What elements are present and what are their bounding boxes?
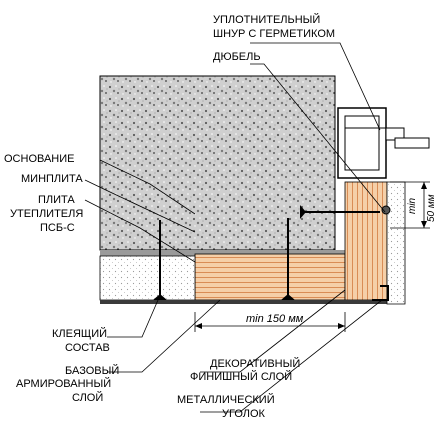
svg-text:СОСТАВ: СОСТАВ (65, 342, 110, 354)
svg-text:ШНУР С ГЕРМЕТИКОМ: ШНУР С ГЕРМЕТИКОМ (213, 28, 335, 40)
label-adhesive: КЛЕЯЩИЙ СОСТАВ (52, 327, 110, 354)
leader-lines (84, 42, 386, 413)
adhesive-strip (100, 250, 345, 256)
label-decorative-finish: ДЕКОРАТИВНЫЙ ФИНИШНЫЙ СЛОЙ (190, 357, 300, 383)
label-mineral-slab: МИНПЛИТА (21, 173, 83, 185)
svg-text:КЛЕЯЩИЙ: КЛЕЯЩИЙ (52, 327, 107, 340)
mineral-slab (99, 255, 196, 301)
svg-text:ДЕКОРАТИВНЫЙ: ДЕКОРАТИВНЫЙ (210, 357, 300, 370)
svg-text:ОСНОВАНИЕ: ОСНОВАНИЕ (4, 153, 75, 165)
insulation-layer (194, 181, 388, 301)
label-sealing-cord: УПЛОТНИТЕЛЬНЫЙ ШНУР С ГЕРМЕТИКОМ (213, 13, 335, 40)
label-metal-corner: МЕТАЛЛИЧЕСКИЙ УГОЛОК (177, 393, 275, 420)
label-insulation-board: ПЛИТА УТЕПЛИТЕЛЯ ПСБ-С (10, 194, 83, 234)
svg-text:МИНПЛИТА: МИНПЛИТА (21, 173, 83, 185)
dowels (153, 205, 380, 300)
svg-text:МЕТАЛЛИЧЕСКИЙ: МЕТАЛЛИЧЕСКИЙ (177, 393, 275, 406)
sealing-cord (381, 205, 391, 215)
svg-text:БАЗОВЫЙ: БАЗОВЫЙ (65, 364, 119, 377)
label-base-reinforced: БАЗОВЫЙ АРМИРОВАННЫЙ СЛОЙ (16, 364, 119, 404)
svg-text:СЛОЙ: СЛОЙ (72, 391, 103, 404)
svg-text:АРМИРОВАННЫЙ: АРМИРОВАННЫЙ (16, 377, 111, 390)
svg-text:ФИНИШНЫЙ СЛОЙ: ФИНИШНЫЙ СЛОЙ (190, 370, 292, 383)
svg-text:ДЮБЕЛЬ: ДЮБЕЛЬ (213, 51, 261, 63)
window-frame (337, 107, 430, 179)
svg-text:ПЛИТА: ПЛИТА (38, 194, 75, 206)
svg-text:УПЛОТНИТЕЛЬНЫЙ: УПЛОТНИТЕЛЬНЫЙ (213, 13, 320, 26)
dimension-min-150: min 150 мм (194, 312, 346, 332)
metal-corner (372, 285, 389, 301)
dim-min-150-label: min 150 мм (246, 313, 304, 325)
svg-text:УТЕПЛИТЕЛЯ: УТЕПЛИТЕЛЯ (10, 208, 83, 220)
label-dowel: ДЮБЕЛЬ (213, 51, 261, 63)
base-wall (99, 75, 336, 251)
svg-text:ПСБ-С: ПСБ-С (40, 222, 75, 234)
label-base: ОСНОВАНИЕ (4, 153, 75, 165)
dimension-min-50: min 50 мм (390, 181, 437, 229)
dim-min-label: min (407, 197, 418, 214)
dim-50mm-label: 50 мм (426, 194, 437, 222)
svg-text:УГОЛОК: УГОЛОК (222, 408, 266, 420)
